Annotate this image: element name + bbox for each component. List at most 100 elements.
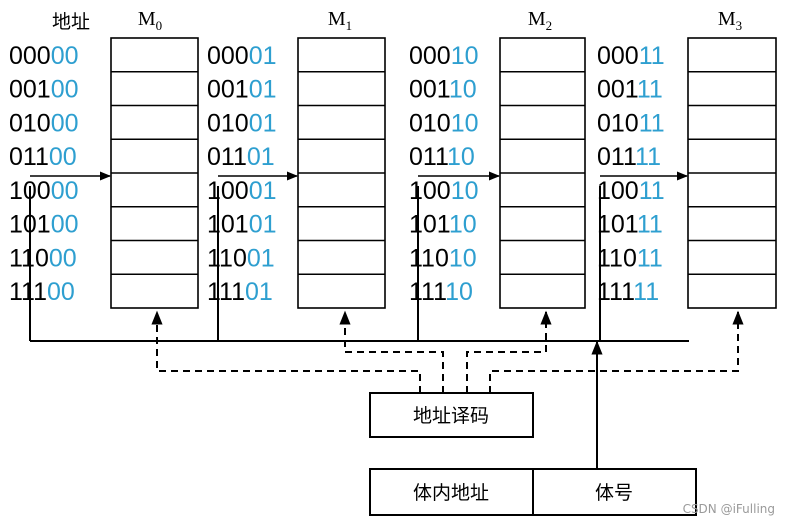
address-label: 11101 <box>207 278 273 306</box>
address-label: 00110 <box>409 76 477 104</box>
address-prefix: 010 <box>409 109 451 137</box>
module-label-subscript: 0 <box>156 18 163 33</box>
address-label: 01001 <box>207 109 277 137</box>
register-offset-label: 体内地址 <box>413 482 489 504</box>
address-prefix: 011 <box>409 143 448 171</box>
address-suffix: 01 <box>249 76 277 104</box>
register-bank-label: 体号 <box>595 482 633 504</box>
memory-module: M000000001000100001100100001010011000111… <box>9 8 199 309</box>
address-prefix: 111 <box>597 278 634 306</box>
module-label-subscript: 3 <box>736 18 743 33</box>
address-label: 01100 <box>9 143 77 171</box>
address-prefix: 000 <box>9 42 51 70</box>
address-label: 01000 <box>9 109 79 137</box>
select-line-m3 <box>489 310 744 393</box>
address-label: 11010 <box>409 244 477 272</box>
address-label: 11111 <box>597 278 659 306</box>
address-prefix: 110 <box>9 244 49 272</box>
address-header: 地址 <box>52 11 90 33</box>
select-line-m0 <box>151 310 421 393</box>
address-prefix: 110 <box>207 244 247 272</box>
address-suffix: 11 <box>637 244 663 272</box>
module-label: M1 <box>328 8 352 33</box>
address-label: 11011 <box>597 244 663 272</box>
address-prefix: 100 <box>409 177 451 205</box>
address-suffix: 10 <box>451 109 479 137</box>
select-lines <box>151 310 744 393</box>
address-label: 00011 <box>597 42 665 70</box>
memory-module: M300011001110101101111100111011111011111… <box>597 8 777 309</box>
select-line-m1 <box>339 310 444 393</box>
module-label: M0 <box>138 8 162 33</box>
address-suffix: 11 <box>637 211 663 239</box>
address-prefix: 100 <box>207 177 249 205</box>
module-label: M3 <box>718 8 742 33</box>
address-suffix: 01 <box>249 42 277 70</box>
address-suffix: 00 <box>51 109 79 137</box>
address-suffix: 00 <box>51 76 79 104</box>
address-label: 01101 <box>207 143 275 171</box>
address-suffix: 10 <box>445 278 473 306</box>
address-suffix: 11 <box>633 278 659 306</box>
decoder-label: 地址译码 <box>413 405 489 427</box>
address-suffix: 01 <box>249 109 277 137</box>
address-label: 00111 <box>597 76 663 104</box>
address-suffix: 11 <box>637 76 663 104</box>
watermark: CSDN @iFulling <box>683 502 775 516</box>
address-suffix: 10 <box>451 42 479 70</box>
address-prefix: 010 <box>9 109 51 137</box>
address-label: 10011 <box>597 177 665 205</box>
address-suffix: 11 <box>639 177 665 205</box>
address-prefix: 110 <box>597 244 637 272</box>
address-prefix: 001 <box>9 76 51 104</box>
module-label-name: M <box>328 8 346 30</box>
address-prefix: 001 <box>409 76 450 104</box>
address-label: 00100 <box>9 76 79 104</box>
address-prefix: 011 <box>207 143 247 171</box>
address-suffix: 01 <box>247 244 275 272</box>
memory-module: M200010001100101001110100101011011010111… <box>409 8 586 309</box>
address-label: 10101 <box>207 211 277 239</box>
address-suffix: 11 <box>639 109 665 137</box>
address-label: 11001 <box>207 244 275 272</box>
address-label: 10111 <box>597 211 663 239</box>
address-suffix: 00 <box>51 42 79 70</box>
address-prefix: 000 <box>409 42 451 70</box>
address-suffix: 00 <box>49 244 77 272</box>
address-prefix: 110 <box>409 244 449 272</box>
address-prefix: 111 <box>409 278 446 306</box>
address-prefix: 101 <box>597 211 638 239</box>
address-prefix: 010 <box>207 109 249 137</box>
address-label: 01110 <box>409 143 475 171</box>
address-prefix: 101 <box>409 211 450 239</box>
address-suffix: 10 <box>449 76 477 104</box>
address-prefix: 011 <box>597 143 636 171</box>
address-suffix: 00 <box>51 177 79 205</box>
address-prefix: 011 <box>9 143 49 171</box>
address-label: 01011 <box>597 109 665 137</box>
address-suffix: 10 <box>449 244 477 272</box>
module-label: M2 <box>528 8 552 33</box>
address-label: 00101 <box>207 76 277 104</box>
address-suffix: 01 <box>249 177 277 205</box>
address-prefix: 111 <box>207 278 245 306</box>
module-label-name: M <box>718 8 736 30</box>
address-prefix: 100 <box>597 177 639 205</box>
address-suffix: 10 <box>449 211 477 239</box>
address-suffix: 00 <box>51 211 79 239</box>
address-suffix: 01 <box>247 143 275 171</box>
module-label-name: M <box>528 8 546 30</box>
address-suffix: 00 <box>49 143 77 171</box>
address-label: 11000 <box>9 244 77 272</box>
address-prefix: 010 <box>597 109 639 137</box>
address-suffix: 10 <box>451 177 479 205</box>
address-label: 10000 <box>9 177 79 205</box>
address-prefix: 001 <box>597 76 638 104</box>
module-label-subscript: 2 <box>546 18 553 33</box>
address-label: 11100 <box>9 278 75 306</box>
address-prefix: 000 <box>597 42 639 70</box>
address-label: 10110 <box>409 211 477 239</box>
address-label: 01010 <box>409 109 479 137</box>
address-prefix: 000 <box>207 42 249 70</box>
